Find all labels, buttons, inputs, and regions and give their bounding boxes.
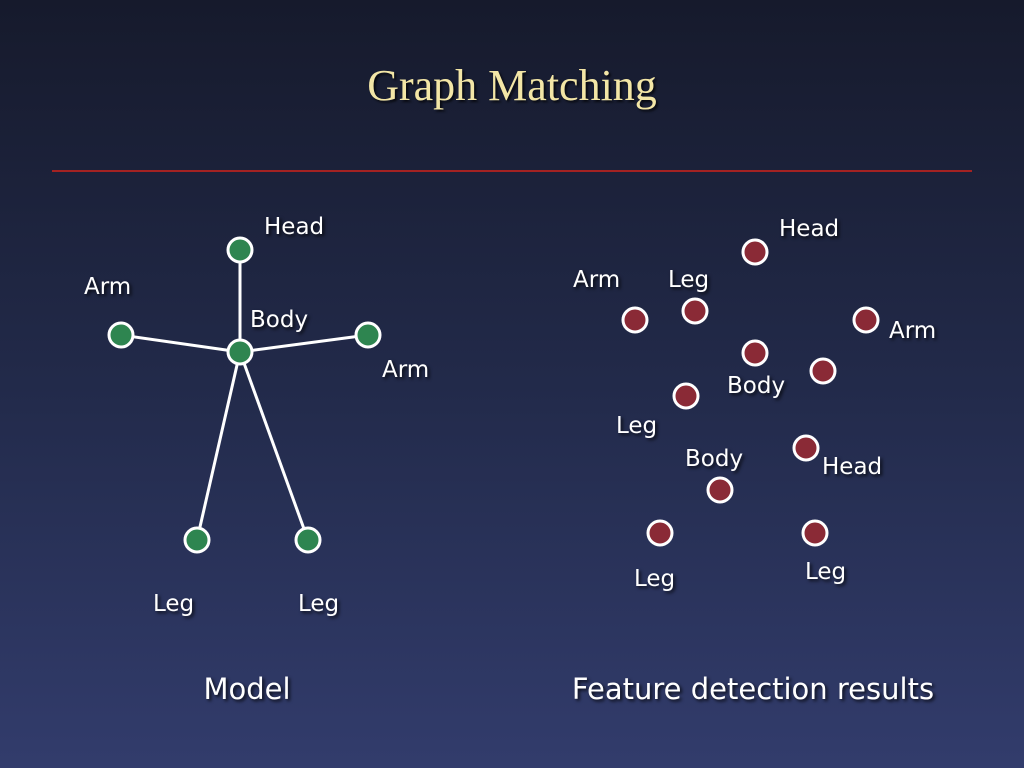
model-label-leg-left: Leg (153, 591, 194, 617)
model-labels: Head Body Arm Arm Leg Leg (84, 214, 429, 617)
edge-body-right-leg (238, 351, 310, 541)
feature-nodes (621, 238, 880, 547)
feature-node (706, 476, 734, 504)
feature-node (681, 297, 709, 325)
feature-node (801, 519, 829, 547)
feature-label-leg-2: Leg (616, 413, 657, 439)
feature-node (792, 434, 820, 462)
model-node-body (226, 338, 254, 366)
model-node-arm-right (354, 321, 382, 349)
feature-label-arm-2: Arm (889, 318, 936, 344)
feature-node (852, 306, 880, 334)
feature-node (646, 519, 674, 547)
model-label-leg-right: Leg (298, 591, 339, 617)
model-nodes (107, 236, 382, 554)
model-label-arm-left: Arm (84, 274, 131, 300)
feature-node (741, 238, 769, 266)
feature-node (672, 382, 700, 410)
model-node-leg-left (183, 526, 211, 554)
feature-label-head-2: Head (822, 454, 882, 480)
edge-body-left-arm (120, 333, 241, 354)
slide-title: Graph Matching (367, 61, 657, 110)
edge-body-right-arm (239, 333, 369, 354)
feature-label-leg-1: Leg (668, 267, 709, 293)
model-node-arm-left (107, 321, 135, 349)
feature-label-leg-4: Leg (805, 559, 846, 585)
feature-label-leg-3: Leg (634, 566, 675, 592)
feature-node (809, 357, 837, 385)
feature-node (741, 339, 769, 367)
model-caption: Model (203, 672, 290, 706)
edge-body-left-leg (195, 351, 242, 541)
model-edges (120, 250, 369, 541)
captions: Model Feature detection results (203, 672, 934, 706)
features-caption: Feature detection results (572, 672, 934, 706)
feature-label-arm-1: Arm (573, 267, 620, 293)
model-label-head: Head (264, 214, 324, 240)
model-node-leg-right (294, 526, 322, 554)
feature-node (621, 306, 649, 334)
model-node-head (226, 236, 254, 264)
model-label-body: Body (250, 307, 308, 333)
feature-label-body-2: Body (685, 446, 743, 472)
model-label-arm-right: Arm (382, 357, 429, 383)
feature-label-head-1: Head (779, 216, 839, 242)
feature-label-body-1: Body (727, 373, 785, 399)
feature-labels: Head Arm Leg Arm Body Leg Body Head Leg … (573, 216, 936, 592)
title-divider (52, 170, 972, 172)
